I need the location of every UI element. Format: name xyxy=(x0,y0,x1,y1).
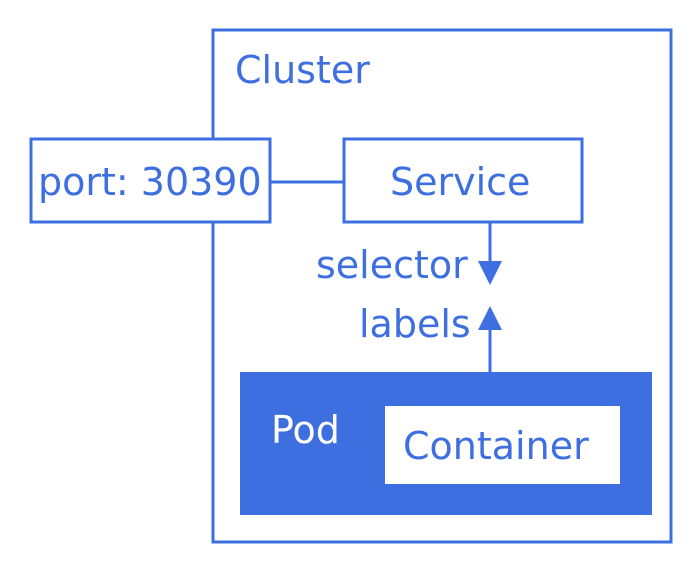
port-box xyxy=(29,137,272,224)
service-box xyxy=(342,137,584,224)
selector-label: selector xyxy=(316,243,468,287)
container-label: Container xyxy=(403,424,589,468)
service-label: Service xyxy=(390,160,531,204)
labels-label: labels xyxy=(359,302,471,346)
pod-label: Pod xyxy=(271,408,340,452)
cluster-box xyxy=(211,28,673,544)
port-label: port: 30390 xyxy=(38,160,262,204)
labels-arrowhead xyxy=(478,306,502,330)
selector-arrowhead xyxy=(478,261,502,285)
cluster-label: Cluster xyxy=(235,48,370,92)
container-box xyxy=(385,406,620,484)
